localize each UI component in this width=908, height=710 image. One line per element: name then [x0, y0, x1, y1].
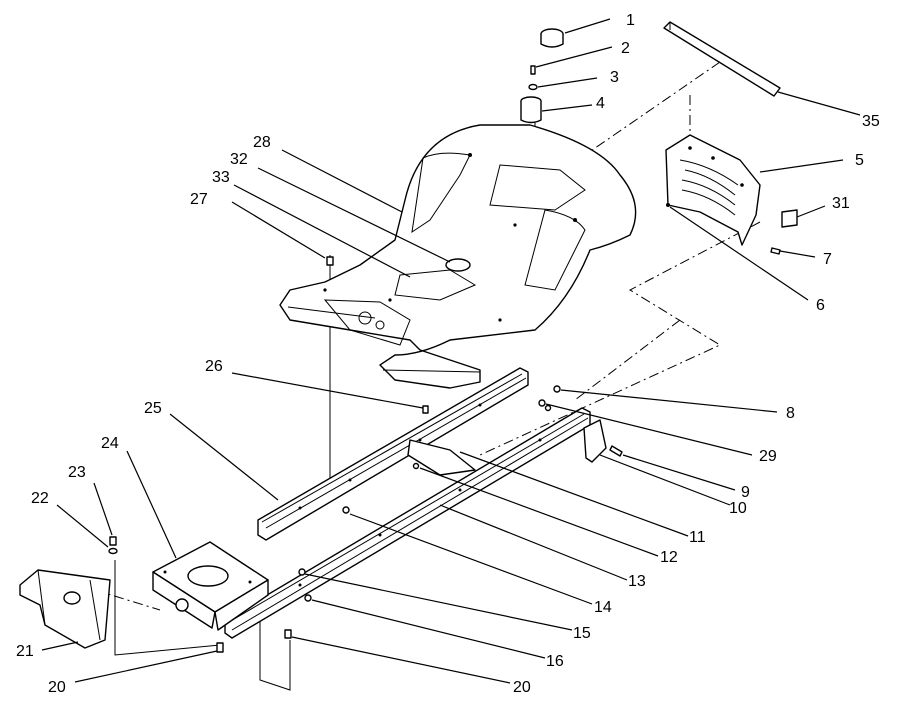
- callout-21: 21: [16, 643, 34, 660]
- screw-part-20b: [284, 629, 292, 639]
- fasteners: [298, 385, 561, 602]
- foot-pan-part: [279, 124, 637, 389]
- callout-23: 23: [68, 464, 86, 481]
- left-frame-rail-part: [257, 367, 529, 541]
- screw-part-27: [326, 256, 334, 266]
- right-frame-rail-part: [224, 407, 591, 639]
- callout-22: 22: [31, 490, 49, 507]
- callout-9: 9: [741, 484, 750, 501]
- knob-part: [540, 28, 564, 48]
- callout-6: 6: [816, 297, 825, 314]
- callout-5: 5: [855, 152, 864, 169]
- callout-31: 31: [832, 195, 850, 212]
- callout-3: 3: [610, 69, 619, 86]
- callout-labels: 1 2 3 4 35 5 31 7 6 28 32 33 27 26 8 29 …: [16, 12, 880, 696]
- callout-11: 11: [689, 529, 706, 546]
- callout-1: 1: [626, 12, 635, 29]
- washer-part: [528, 83, 538, 91]
- fender-panel-part: [665, 134, 761, 246]
- callout-26: 26: [205, 358, 223, 375]
- cross-member-part: [407, 439, 476, 476]
- callout-12: 12: [660, 549, 678, 566]
- callout-15: 15: [573, 625, 591, 642]
- bushing-part: [520, 96, 542, 124]
- callout-24: 24: [101, 435, 119, 452]
- leader-lines: [41, 18, 861, 684]
- callout-10: 10: [729, 500, 747, 517]
- washer-part-22: [108, 547, 118, 555]
- callout-28: 28: [253, 134, 271, 151]
- callout-25: 25: [144, 400, 162, 417]
- callout-16: 16: [546, 653, 564, 670]
- rear-bracket-part: [19, 569, 111, 649]
- bolt-part-9: [609, 445, 623, 457]
- callout-8: 8: [786, 405, 795, 422]
- screw-part-20a: [216, 642, 224, 653]
- callout-20-right: 20: [513, 679, 531, 696]
- screw-part-26: [422, 405, 429, 414]
- callout-7: 7: [823, 251, 832, 268]
- bolt-part-23: [109, 536, 117, 546]
- callout-4: 4: [596, 95, 605, 112]
- callout-33: 33: [212, 169, 230, 186]
- strip-part: [663, 21, 781, 97]
- screw-part: [530, 65, 536, 75]
- callout-13: 13: [628, 573, 646, 590]
- callout-29: 29: [759, 448, 777, 465]
- screw-part-7: [770, 247, 781, 255]
- callout-35: 35: [862, 113, 880, 130]
- callout-2: 2: [621, 40, 630, 57]
- bracket-part: [583, 419, 607, 463]
- decal-part: [781, 209, 798, 228]
- callout-32: 32: [230, 151, 248, 168]
- callout-20-left: 20: [48, 679, 66, 696]
- mounting-plate-part: [152, 541, 269, 631]
- callout-14: 14: [594, 599, 612, 616]
- callout-27: 27: [190, 191, 208, 208]
